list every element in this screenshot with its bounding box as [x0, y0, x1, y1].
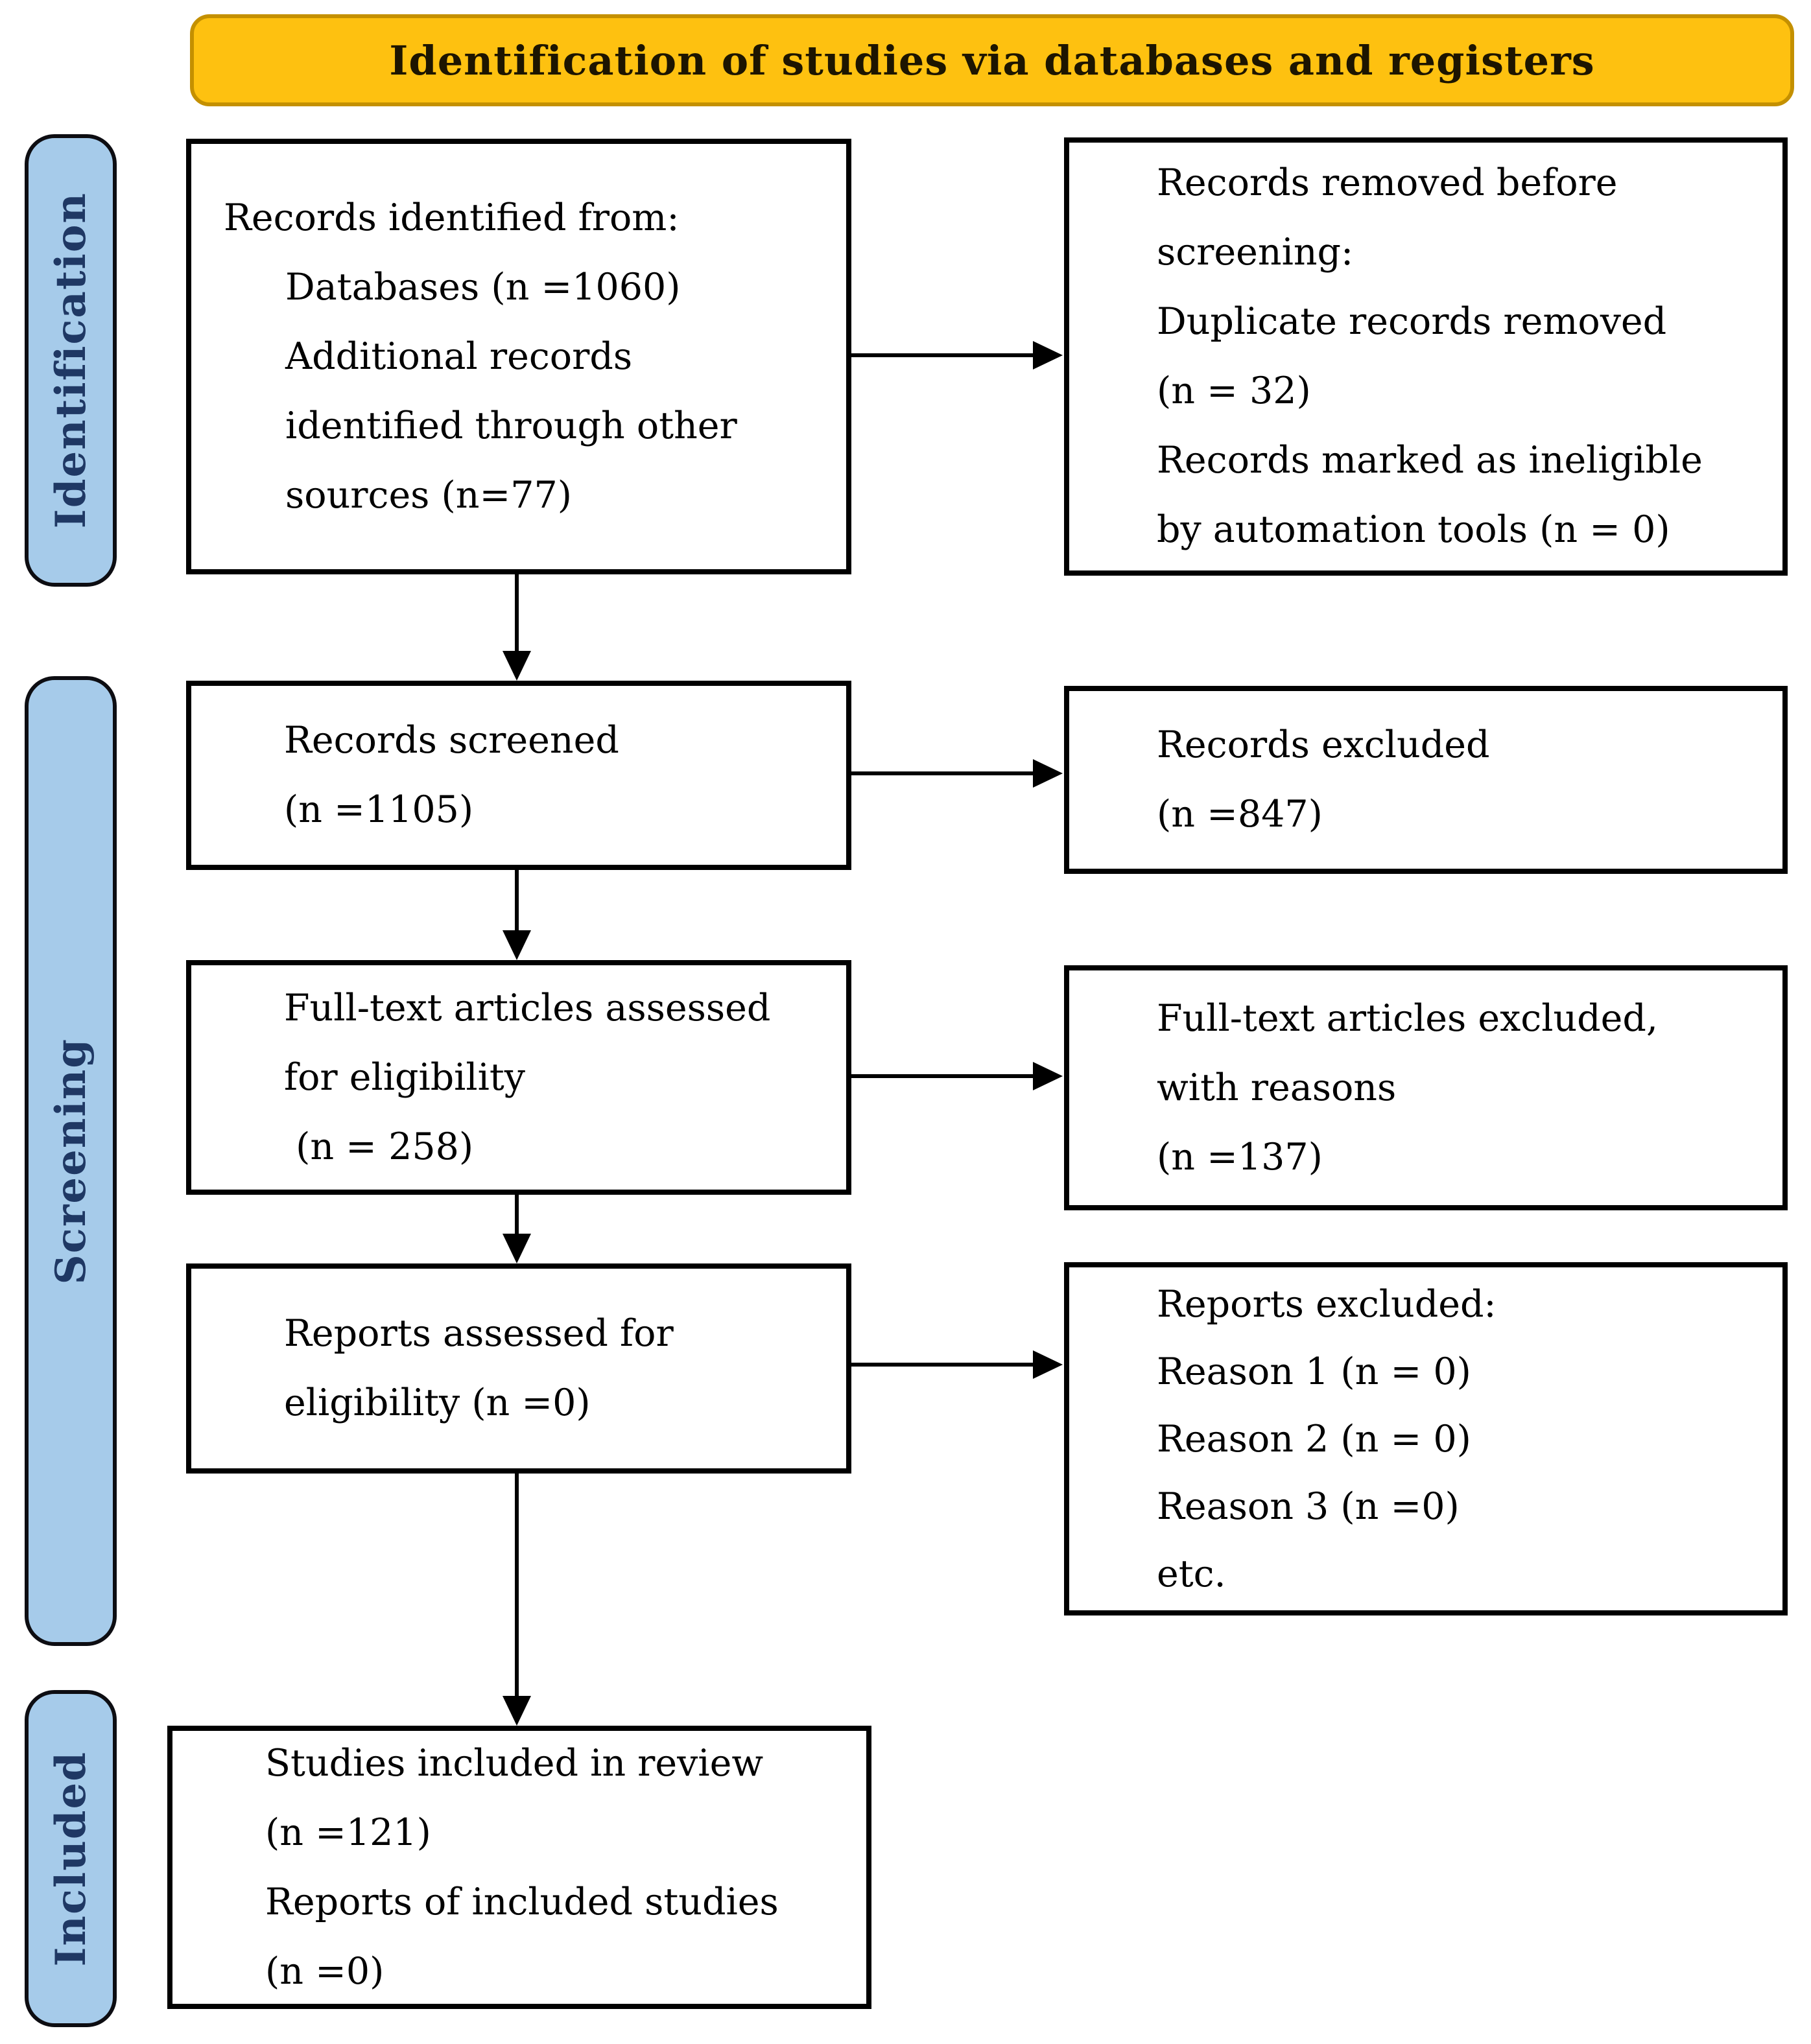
box-line: Duplicate records removed — [1157, 300, 1667, 343]
box-records-identified: Records identified from: Databases (n =1… — [186, 139, 851, 574]
box-line: screening: — [1157, 231, 1354, 274]
box-fulltext-assessed: Full-text articles assessed for eligibil… — [186, 960, 851, 1195]
box-line: (n =121) — [265, 1811, 431, 1854]
box-records-screened: Records screened (n =1105) — [186, 681, 851, 870]
box-line: (n = 32) — [1157, 370, 1311, 412]
arrow-down-screened-to-fulltext — [515, 870, 519, 932]
box-line: by automation tools (n = 0) — [1157, 508, 1670, 551]
box-line: (n = 258) — [284, 1125, 474, 1168]
stage-bar-screening: Screening — [25, 676, 117, 1646]
box-line: Reports excluded: — [1157, 1282, 1497, 1326]
box-line: Reason 3 (n =0) — [1157, 1485, 1460, 1528]
box-line: Records identified from: — [224, 196, 680, 239]
stage-label-screening: Screening — [46, 1037, 95, 1285]
box-line: eligibility (n =0) — [284, 1381, 591, 1424]
arrow-right-identified-to-removed — [851, 353, 1034, 357]
box-line: for eligibility — [284, 1055, 525, 1099]
box-line: Reason 2 (n = 0) — [1157, 1417, 1471, 1461]
box-line: Records screened — [284, 719, 619, 762]
arrow-right-screened-to-excluded — [851, 771, 1034, 775]
header-title: Identification of studies via databases … — [389, 36, 1595, 84]
box-line: Databases (n =1060) — [285, 265, 681, 309]
box-fulltext-excluded: Full-text articles excluded, with reason… — [1064, 965, 1788, 1210]
arrow-down-fulltext-to-reports — [515, 1195, 519, 1235]
box-line: (n =137) — [1157, 1135, 1323, 1179]
box-line: Full-text articles assessed — [284, 986, 771, 1029]
box-line: etc. — [1157, 1552, 1226, 1595]
box-line: Additional records — [285, 335, 633, 378]
box-line: Studies included in review — [265, 1741, 764, 1785]
box-studies-included: Studies included in review (n =121) Repo… — [167, 1726, 871, 2009]
box-line: Records marked as ineligible — [1157, 439, 1703, 482]
box-line: (n =847) — [1157, 793, 1323, 836]
box-line: identified through other — [285, 404, 737, 447]
box-line: with reasons — [1157, 1066, 1397, 1109]
stage-label-identification: Identification — [46, 192, 95, 529]
stage-bar-included: Included — [25, 1690, 117, 2027]
stage-label-included: Included — [46, 1750, 95, 1967]
box-line: Reports assessed for — [284, 1312, 674, 1355]
box-line: Reason 1 (n = 0) — [1157, 1350, 1471, 1393]
box-line: (n =0) — [265, 1949, 385, 1993]
box-line: Records excluded — [1157, 723, 1490, 766]
box-line: Records removed before — [1157, 161, 1618, 204]
box-line: (n =1105) — [284, 788, 474, 831]
stage-bar-identification: Identification — [25, 134, 117, 587]
arrow-down-reports-to-included — [515, 1474, 519, 1697]
arrow-down-identified-to-screened — [515, 574, 519, 652]
header-banner: Identification of studies via databases … — [190, 14, 1794, 106]
box-line: Reports of included studies — [265, 1880, 779, 1923]
box-records-removed: Records removed before screening: Duplic… — [1064, 137, 1788, 576]
arrow-right-reports-to-excluded — [851, 1363, 1034, 1367]
arrow-right-fulltext-to-excluded — [851, 1074, 1034, 1078]
box-line: sources (n=77) — [285, 473, 573, 517]
box-reports-assessed: Reports assessed for eligibility (n =0) — [186, 1263, 851, 1474]
box-records-excluded: Records excluded (n =847) — [1064, 686, 1788, 874]
box-line: Full-text articles excluded, — [1157, 996, 1658, 1040]
box-reports-excluded: Reports excluded: Reason 1 (n = 0) Reaso… — [1064, 1262, 1788, 1615]
